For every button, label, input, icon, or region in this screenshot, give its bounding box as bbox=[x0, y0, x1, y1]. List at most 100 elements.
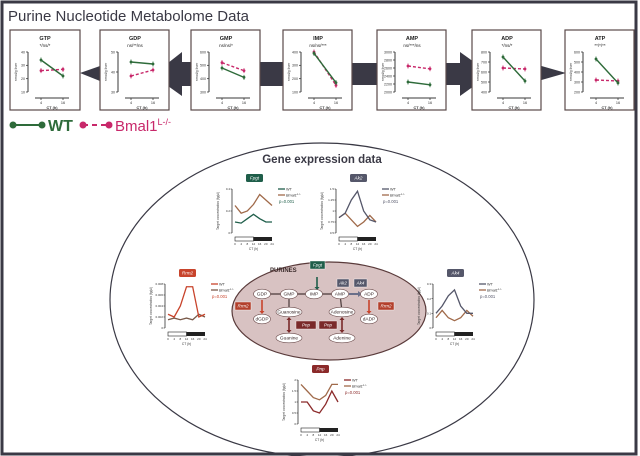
panel-box bbox=[376, 29, 447, 111]
arrowhead-icon bbox=[339, 330, 345, 333]
panel-significance: */ns/* bbox=[502, 43, 513, 48]
wt-series-line bbox=[301, 389, 339, 414]
gene-badge-label: Rrm2 bbox=[182, 271, 194, 276]
node-adp bbox=[360, 288, 378, 300]
bmal1-marker-icon bbox=[105, 121, 113, 129]
light-phase-bar bbox=[234, 236, 254, 242]
legend-wt: WT bbox=[286, 187, 293, 191]
x-tick-label: 12 bbox=[453, 337, 457, 341]
node-dadp bbox=[360, 313, 378, 325]
x-tick-label: 16 bbox=[362, 242, 366, 246]
x-axis-label: CT (h) bbox=[414, 106, 426, 110]
node-guanine bbox=[275, 332, 303, 344]
y-tick-label: 300 bbox=[292, 64, 298, 68]
x-tick-label: 24 bbox=[336, 433, 340, 437]
legend-bmal1: Bmal1L-/- bbox=[352, 383, 367, 389]
panel-box bbox=[564, 29, 635, 111]
wt-point bbox=[334, 81, 338, 85]
y-axis-label: nmol/g liver bbox=[381, 62, 385, 81]
y-tick-label: 40 bbox=[21, 50, 25, 54]
arrowhead-icon bbox=[366, 311, 372, 314]
bmal1-series-line bbox=[234, 193, 273, 214]
x-axis-label: CT (h) bbox=[602, 106, 614, 110]
y-tick-label: 2400 bbox=[384, 74, 392, 78]
x-tick-label: 4 bbox=[502, 101, 504, 105]
x-tick-label: 20 bbox=[368, 242, 372, 246]
node-adenosine bbox=[328, 306, 356, 318]
node-label: IMP bbox=[310, 292, 319, 298]
panel-box bbox=[471, 29, 542, 111]
y-axis-label: nmol/g liver bbox=[569, 62, 573, 81]
panel-significance: ns/**/ns bbox=[127, 43, 143, 48]
x-tick-label: 0 bbox=[338, 242, 340, 246]
panel-title: GTP bbox=[39, 36, 51, 42]
y-axis-label: nmol/g liver bbox=[195, 62, 199, 81]
x-axis-label: CT (h) bbox=[182, 342, 191, 346]
y-tick-label: 200 bbox=[292, 77, 298, 81]
wt-series-line bbox=[407, 81, 431, 86]
light-phase-bar bbox=[300, 427, 320, 433]
gene-badge bbox=[246, 174, 263, 182]
y-tick-label: 800 bbox=[481, 50, 487, 54]
panel-title: IMP bbox=[313, 36, 323, 42]
y-tick-label: 2 bbox=[294, 378, 296, 382]
y-tick-label: 0.2 bbox=[427, 297, 432, 301]
panel-significance: */ns/* bbox=[40, 43, 51, 48]
y-tick-label: 1.5 bbox=[330, 187, 335, 191]
wt-point bbox=[220, 66, 224, 70]
bmal1-point bbox=[523, 67, 527, 71]
legend-bmal1: Bmal1L-/- bbox=[286, 192, 301, 198]
node-gdp bbox=[253, 288, 271, 300]
light-phase-bar bbox=[435, 331, 455, 337]
panel-box bbox=[9, 29, 81, 111]
panel-title: GMP bbox=[220, 36, 233, 42]
gene-badge-label: Ak4 bbox=[451, 271, 460, 276]
y-tick-label: 1 bbox=[294, 400, 296, 404]
bmal1-series-line bbox=[300, 383, 338, 401]
x-tick-label: 24 bbox=[203, 337, 207, 341]
x-axis-label: CT (h) bbox=[320, 106, 332, 110]
y-tick-label: 400 bbox=[481, 90, 487, 94]
legend-bmal1: Bmal1L-/- bbox=[115, 117, 171, 135]
x-tick-label: 16 bbox=[324, 433, 328, 437]
x-tick-label: 8 bbox=[350, 242, 352, 246]
node-label: AMP bbox=[335, 292, 345, 298]
x-tick-label: 4 bbox=[441, 337, 443, 341]
node-label: Adenine bbox=[333, 336, 351, 342]
arrowhead-icon bbox=[358, 291, 362, 297]
y-tick-label: 0.5 bbox=[292, 411, 297, 415]
wt-series-line bbox=[435, 288, 473, 314]
wt-marker-icon bbox=[38, 121, 46, 129]
enzyme-badge-ak4 bbox=[353, 278, 368, 288]
dark-phase-bar bbox=[454, 332, 473, 336]
enzyme-badge-rrm2 bbox=[234, 301, 252, 311]
gene-badge bbox=[179, 269, 196, 277]
y-tick-label: 500 bbox=[200, 64, 206, 68]
y-axis-label: nmol/g liver bbox=[287, 62, 291, 81]
bmal1-series-line bbox=[40, 68, 64, 72]
x-axis-label: CT (h) bbox=[47, 106, 59, 110]
x-tick-label: 4 bbox=[344, 242, 346, 246]
x-tick-label: 16 bbox=[242, 101, 246, 105]
x-tick-label: 4 bbox=[40, 101, 42, 105]
x-tick-label: 16 bbox=[616, 101, 620, 105]
y-tick-label: 500 bbox=[481, 80, 487, 84]
x-tick-label: 16 bbox=[334, 101, 338, 105]
wt-point bbox=[501, 55, 505, 59]
legend-wt: WT bbox=[487, 282, 494, 286]
wt-point bbox=[616, 81, 620, 85]
x-tick-label: 16 bbox=[61, 101, 65, 105]
y-tick-label: 200 bbox=[574, 90, 580, 94]
p-value: p=0.001 bbox=[279, 199, 295, 204]
enzyme-label: Rrm2 bbox=[238, 304, 249, 309]
panel-amp: AMPns/***/ns200022002400260028003000nmol… bbox=[376, 29, 447, 111]
node-label: Adenosine bbox=[331, 310, 354, 316]
y-tick-label: 0.004 bbox=[155, 304, 163, 308]
arrowhead-icon bbox=[339, 317, 345, 320]
y-tick-label: 2600 bbox=[384, 66, 392, 70]
gene-badge bbox=[350, 174, 367, 182]
x-tick-label: 8 bbox=[179, 337, 181, 341]
